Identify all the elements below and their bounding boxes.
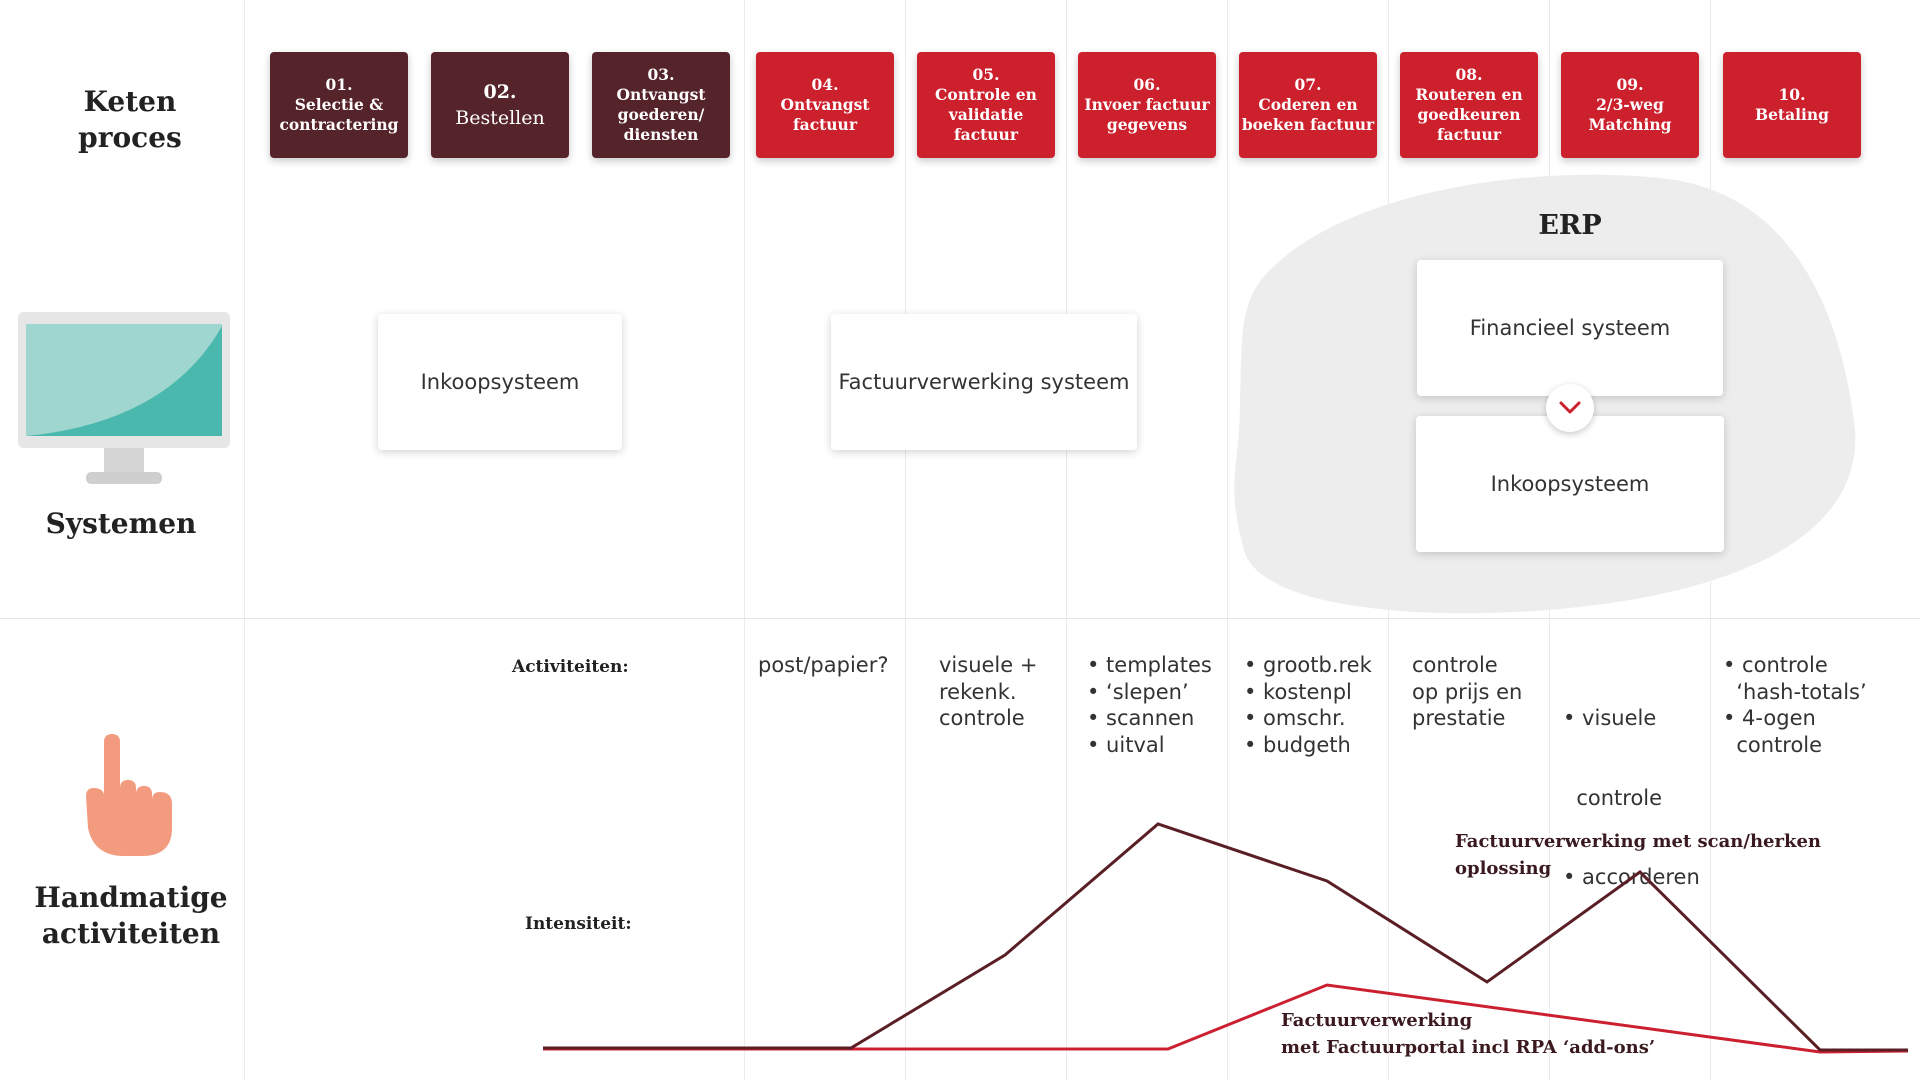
- step-text: Matching: [1588, 115, 1672, 134]
- step-text: Invoer factuur: [1084, 95, 1210, 114]
- activity-col-06: • templates • ‘slepen’ • scannen • uitva…: [1087, 652, 1212, 758]
- row-label-manual-line: activiteiten: [41, 917, 221, 950]
- activity-col-10: • controle ‘hash-totals’ • 4-ogen contro…: [1723, 652, 1867, 758]
- activity-line: post/papier?: [758, 653, 889, 677]
- activity-line: • 4-ogen: [1723, 706, 1816, 730]
- monitor-icon: [18, 312, 230, 484]
- step-text: Controle en: [935, 85, 1037, 104]
- activity-line: controle: [1723, 732, 1823, 757]
- step-text: goederen/: [617, 105, 705, 124]
- activity-line: • uitval: [1087, 732, 1165, 757]
- step-07: 07. Coderen en boeken factuur: [1239, 52, 1377, 158]
- step-01: 01. Selectie & contractering: [270, 52, 408, 158]
- step-05: 05. Controle en validatie factuur: [917, 52, 1055, 158]
- step-text: contractering: [279, 115, 399, 134]
- step-number: 01.: [325, 75, 353, 94]
- step-03: 03. Ontvangst goederen/ diensten: [592, 52, 730, 158]
- activity-line: • controle: [1723, 653, 1828, 677]
- step-number: 06.: [1133, 75, 1161, 94]
- step-text: factuur: [792, 115, 857, 134]
- step-number: 09.: [1616, 75, 1644, 94]
- step-number: 03.: [647, 65, 675, 84]
- activity-line: • omschr.: [1244, 706, 1346, 730]
- intensity-label: Intensiteit:: [525, 914, 632, 934]
- step-text: boeken factuur: [1241, 115, 1375, 134]
- activity-line: controle: [939, 706, 1025, 730]
- step-09: 09. 2/3-weg Matching: [1561, 52, 1699, 158]
- step-text: Selectie &: [294, 95, 384, 114]
- activity-line: op prijs en: [1412, 679, 1523, 704]
- intensity-line-portal-label-line: Factuurverwerking: [1281, 1010, 1473, 1031]
- activity-line: controle: [1412, 653, 1498, 677]
- step-number: 08.: [1455, 65, 1483, 84]
- erp-title: ERP: [1538, 210, 1602, 241]
- step-number: 02.: [483, 81, 517, 103]
- activity-line: • scannen: [1087, 706, 1195, 730]
- grid-vline: [905, 0, 906, 1080]
- step-number: 07.: [1294, 75, 1322, 94]
- step-text: Betaling: [1754, 105, 1830, 124]
- step-text: factuur: [1436, 125, 1501, 144]
- system-box-erp-financial: Financieel systeem: [1417, 260, 1723, 396]
- activity-line: controle: [1563, 785, 1663, 810]
- activity-line: • budgeth: [1244, 732, 1351, 757]
- row-label-systems: Systemen: [45, 507, 197, 540]
- row-label-process: Keten proces: [78, 85, 182, 154]
- activity-line: rekenk.: [939, 679, 1017, 704]
- step-text: Routeren en: [1415, 85, 1523, 104]
- step-number: 05.: [972, 65, 1000, 84]
- activity-col-04: post/papier?: [758, 652, 889, 679]
- activity-col-05: visuele + rekenk. controle: [939, 652, 1037, 732]
- step-10: 10. Betaling: [1723, 52, 1861, 158]
- step-06: 06. Invoer factuur gegevens: [1078, 52, 1216, 158]
- activity-col-07: • grootb.rek • kostenpl • omschr. • budg…: [1244, 652, 1372, 758]
- step-text: Bestellen: [455, 107, 545, 129]
- grid-vline: [1066, 0, 1067, 1080]
- system-box-invoice: Factuurverwerking systeem: [831, 314, 1137, 450]
- activity-line: visuele +: [939, 653, 1038, 677]
- hand-pointer-icon: [86, 734, 172, 856]
- step-number: 04.: [811, 75, 839, 94]
- step-text: Coderen en: [1258, 95, 1358, 114]
- activities-label: Activiteiten:: [512, 657, 629, 677]
- step-text: Ontvangst: [780, 95, 870, 114]
- step-text: Ontvangst: [616, 85, 706, 104]
- activity-line: • visuele: [1563, 706, 1657, 730]
- activity-line: • ‘slepen’: [1087, 679, 1189, 704]
- activity-line: • kostenpl: [1244, 679, 1352, 704]
- step-text: validatie: [948, 105, 1024, 124]
- row-label-manual-line: Handmatige: [34, 881, 228, 914]
- intensity-line-scan-label: Factuurverwerking met scan/herken oploss…: [1455, 831, 1821, 879]
- activity-line: ‘hash-totals’: [1723, 679, 1867, 704]
- step-text: factuur: [953, 125, 1018, 144]
- system-box-purchase: Inkoopsysteem: [378, 314, 622, 450]
- step-04: 04. Ontvangst factuur: [756, 52, 894, 158]
- intensity-line-portal-label: Factuurverwerking met Factuurportal incl…: [1281, 1007, 1655, 1061]
- step-08: 08. Routeren en goedkeuren factuur: [1400, 52, 1538, 158]
- grid-hline: [0, 618, 1920, 619]
- step-text: goedkeuren: [1417, 105, 1521, 124]
- activity-line: • grootb.rek: [1244, 653, 1372, 677]
- step-number: 10.: [1778, 85, 1806, 104]
- activity-col-09: • visuele controle • accorderen: [1563, 652, 1700, 917]
- step-text: diensten: [623, 125, 699, 144]
- grid-vline: [244, 0, 245, 1080]
- activity-line: prestatie: [1412, 706, 1506, 730]
- grid-vline: [744, 0, 745, 1080]
- intensity-line-portal: [543, 983, 1909, 1054]
- row-label-manual: Handmatige activiteiten: [20, 880, 242, 952]
- step-text: 2/3-weg: [1596, 95, 1664, 114]
- intensity-line-portal-label-line: met Factuurportal incl RPA ‘add-ons’: [1281, 1037, 1656, 1058]
- activity-line: • templates: [1087, 653, 1212, 677]
- grid-vline: [1227, 0, 1228, 1080]
- activity-col-08: controle op prijs en prestatie: [1412, 652, 1522, 732]
- intensity-line-scan: [543, 822, 1908, 1052]
- erp-flow-arrow: [1546, 384, 1594, 432]
- step-02: 02. Bestellen: [431, 52, 569, 158]
- system-box-erp-purchase: Inkoopsysteem: [1416, 416, 1724, 552]
- chevron-down-icon: [1559, 401, 1581, 414]
- step-text: gegevens: [1106, 115, 1188, 134]
